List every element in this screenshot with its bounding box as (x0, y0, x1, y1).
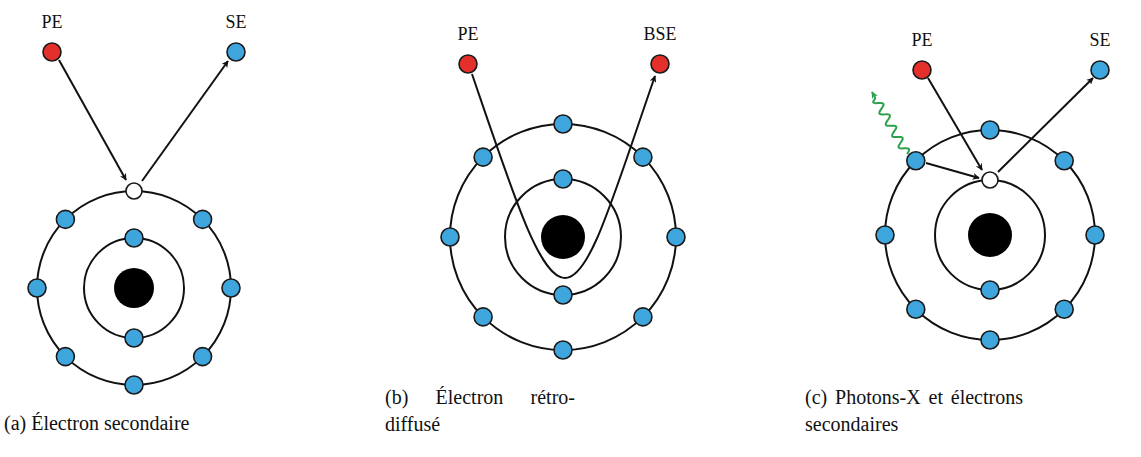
electron (125, 329, 143, 347)
electron (56, 210, 74, 228)
electron (194, 210, 212, 228)
inner-shell (935, 180, 1045, 290)
figure-caption: (b) Électron rétro-diffusé (385, 384, 575, 438)
particle-label: PE (911, 30, 932, 51)
primary-electron (43, 43, 61, 61)
secondary-electron (1091, 61, 1109, 79)
transition-arrow (926, 163, 979, 178)
backscattered-electron (651, 55, 669, 73)
atom-c (872, 61, 1109, 349)
particle-label: PE (457, 24, 478, 45)
atom-a (28, 43, 245, 394)
electron (907, 152, 925, 170)
particle-label: SE (225, 12, 246, 33)
outer-shell (885, 130, 1095, 340)
electron (1055, 152, 1073, 170)
electron (554, 341, 572, 359)
xray-photon (872, 92, 909, 154)
electron (667, 228, 685, 246)
electron (194, 348, 212, 366)
electron (441, 228, 459, 246)
nucleus (114, 268, 154, 308)
electron (28, 279, 46, 297)
electron (474, 148, 492, 166)
electron (981, 121, 999, 139)
particle-label: SE (1089, 30, 1110, 51)
atom-b (441, 55, 685, 359)
particle-label: BSE (643, 24, 676, 45)
backscatter-path (472, 74, 655, 278)
figure-caption: (a) Électron secondaire (4, 412, 189, 435)
primary-electron (459, 55, 477, 73)
nucleus (541, 215, 585, 259)
figure-caption: (c) Photons-X et électrons secondaires (805, 384, 1023, 438)
electron-hole (126, 183, 142, 199)
electron (125, 229, 143, 247)
electron (1055, 300, 1073, 318)
electron (907, 300, 925, 318)
outer-shell (450, 124, 676, 350)
electron (1086, 226, 1104, 244)
electron (222, 279, 240, 297)
inner-shell (84, 238, 184, 338)
electron (634, 308, 652, 326)
particle-label: PE (41, 12, 62, 33)
incident-arrow (928, 78, 982, 170)
electron (634, 148, 652, 166)
electron (554, 115, 572, 133)
emission-arrow (998, 78, 1093, 172)
secondary-electron (227, 43, 245, 61)
electron (981, 281, 999, 299)
electron (125, 376, 143, 394)
electron (554, 286, 572, 304)
nucleus (968, 213, 1012, 257)
electron-hole (982, 172, 998, 188)
electron (56, 348, 74, 366)
electron (474, 308, 492, 326)
electron (554, 170, 572, 188)
electron (981, 331, 999, 349)
electron (876, 226, 894, 244)
emission-arrow (142, 61, 228, 181)
outer-shell (37, 191, 231, 385)
primary-electron (913, 61, 931, 79)
incident-arrow (59, 60, 126, 180)
